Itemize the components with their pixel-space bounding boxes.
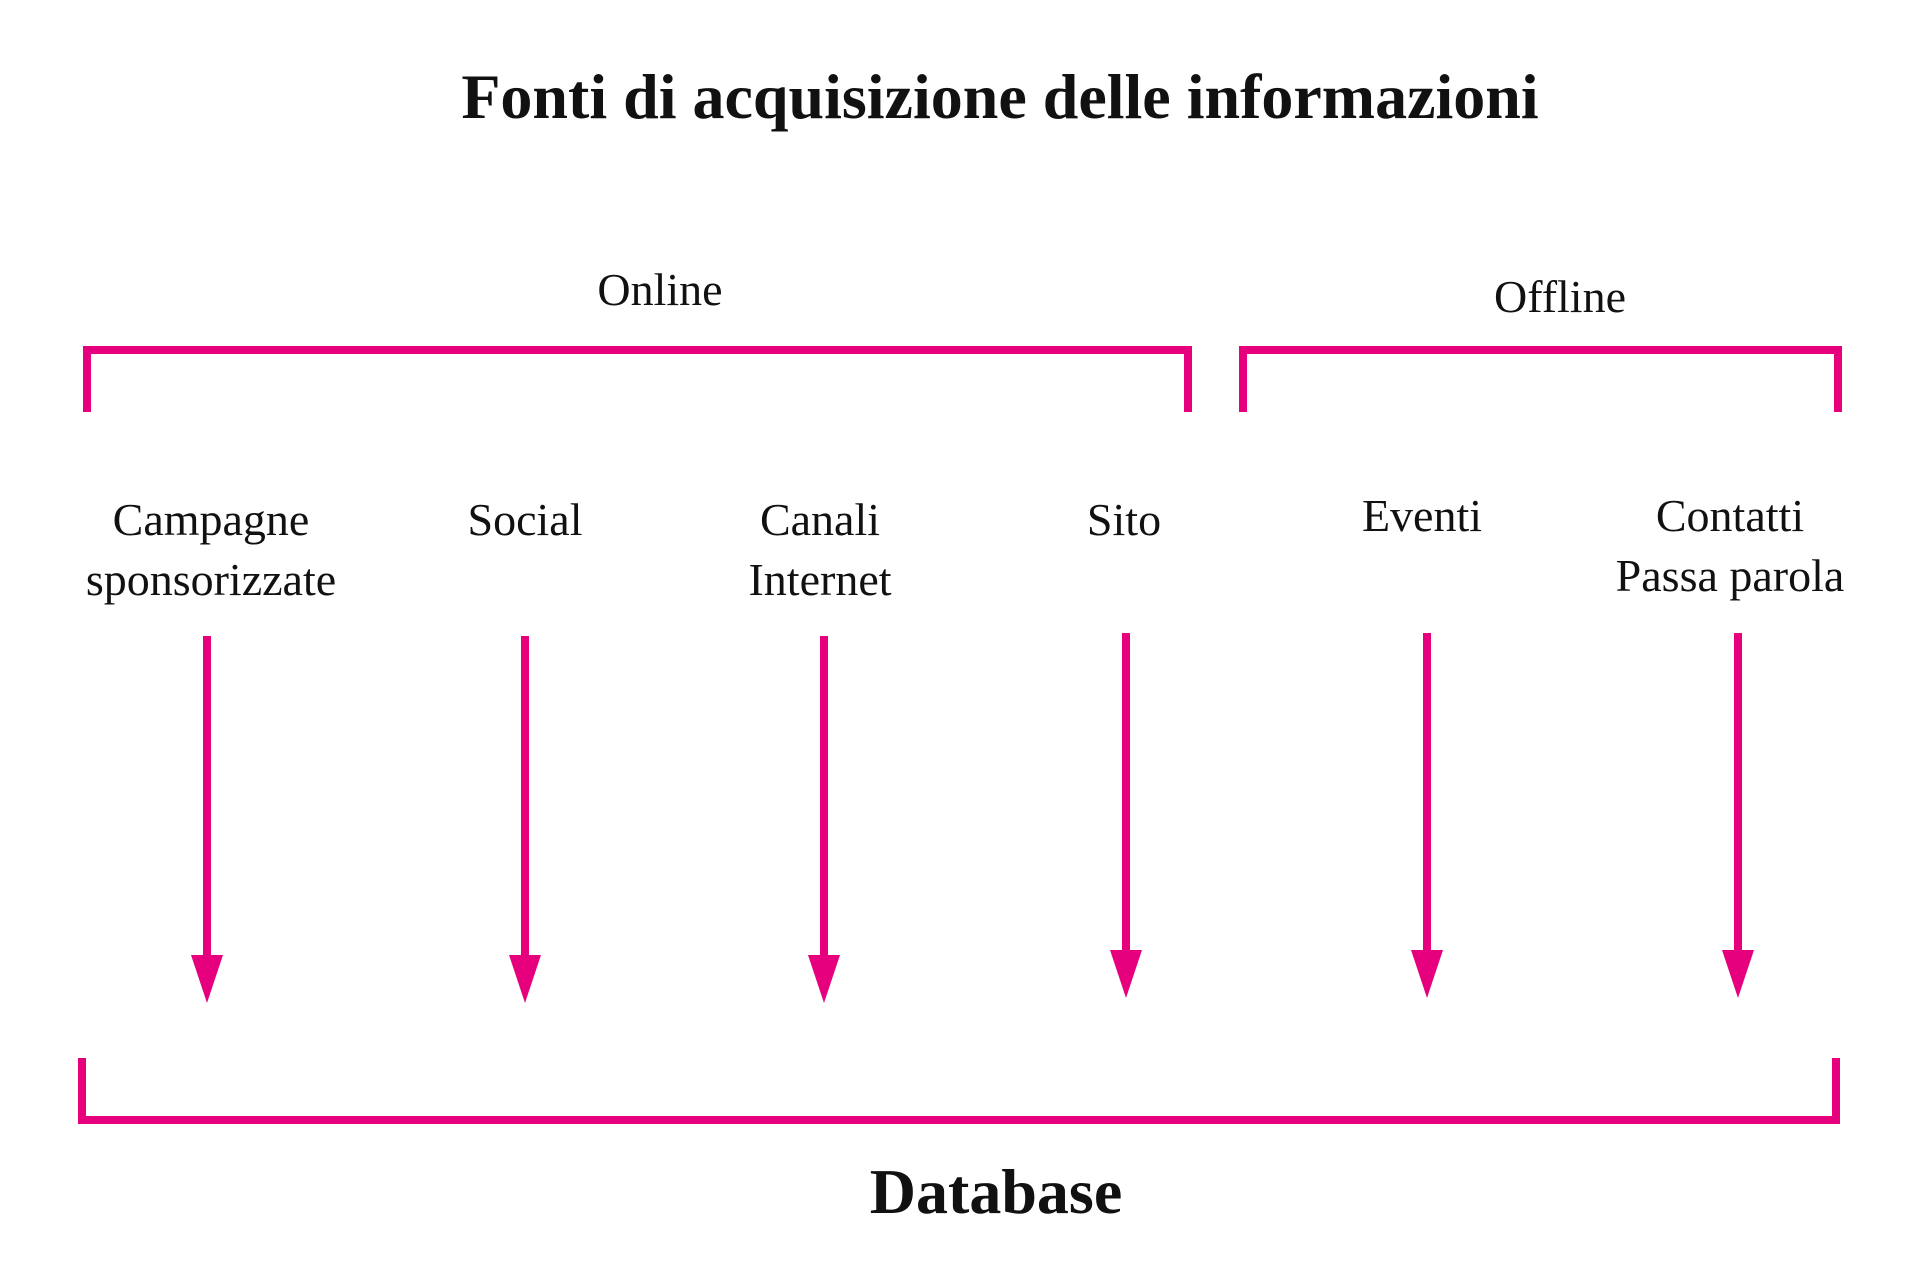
- online-group-label: Online: [597, 264, 723, 315]
- diagram-title: Fonti di acquisizione delle informazioni: [461, 61, 1539, 132]
- source-contatti-passa-parola: Contatti Passa parola: [1615, 490, 1845, 601]
- offline-group-label: Offline: [1493, 271, 1626, 322]
- source-campagne-sponsorizzate: Campagne sponsorizzate: [85, 494, 337, 605]
- source-eventi: Eventi: [1361, 490, 1483, 541]
- arrow-campagne: [191, 636, 223, 1003]
- database-label: Database: [869, 1156, 1123, 1227]
- arrow-contatti: [1722, 633, 1754, 998]
- arrow-eventi: [1411, 633, 1443, 998]
- database-bracket: [78, 1058, 1840, 1124]
- source-social: Social: [467, 494, 583, 545]
- arrow-canali: [808, 636, 840, 1003]
- online-bracket: [83, 346, 1192, 412]
- arrow-social: [509, 636, 541, 1003]
- offline-bracket: [1239, 346, 1842, 412]
- source-sito: Sito: [1086, 494, 1162, 545]
- arrow-sito: [1110, 633, 1142, 998]
- source-canali-internet: Canali Internet: [748, 494, 892, 605]
